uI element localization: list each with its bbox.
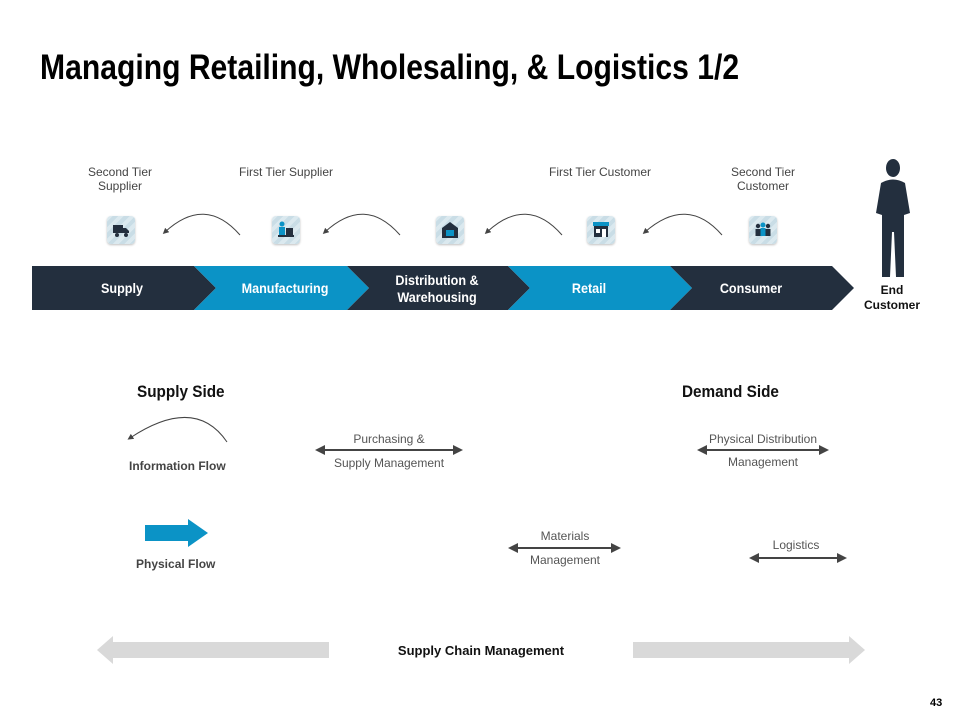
chain-consumer-label: Consumer	[719, 280, 783, 296]
second-tier-supplier-label: Second Tier Supplier	[87, 165, 153, 193]
logistics-label: Logistics	[772, 538, 820, 552]
store-icon	[587, 216, 615, 244]
scm-right-arrow	[633, 636, 865, 664]
physical-distribution-label-bottom: Management	[727, 455, 799, 469]
scm-left-arrow	[97, 636, 329, 664]
chain-distribution-segment	[347, 266, 530, 310]
factory-worker-icon	[272, 216, 300, 244]
supply-side-heading: Supply Side	[137, 382, 225, 401]
first-tier-customer-label: First Tier Customer	[548, 165, 651, 179]
demand-side-heading: Demand Side	[682, 382, 779, 401]
chain-consumer-segment	[670, 266, 854, 310]
information-flow-label: Information Flow	[129, 459, 226, 473]
first-tier-supplier-label: First Tier Supplier	[238, 165, 334, 179]
chain-supply-segment	[32, 266, 216, 310]
materials-label-bottom: Management	[529, 553, 601, 567]
warehouse-icon	[436, 216, 464, 244]
page-title: Managing Retailing, Wholesaling, & Logis…	[40, 48, 740, 87]
chain-manufacturing-label: Manufacturing	[241, 280, 329, 296]
chain-manufacturing-segment	[194, 266, 369, 310]
physical-flow-label: Physical Flow	[136, 557, 216, 571]
physical-distribution-label-top: Physical Distribution	[708, 432, 818, 446]
supply-chain-management-label: Supply Chain Management	[397, 643, 565, 658]
end-customer-figure-icon	[876, 159, 910, 277]
physical-flow-arrow	[145, 519, 208, 547]
purchasing-label-bottom: Supply Management	[333, 456, 445, 470]
people-group-icon	[749, 216, 777, 244]
page-number: 43	[930, 697, 943, 709]
info-arc-3	[484, 213, 563, 236]
info-arc-1	[162, 213, 241, 236]
information-flow-arc	[127, 417, 228, 443]
materials-label-top: Materials	[540, 529, 590, 543]
chain-retail-label: Retail	[571, 280, 607, 296]
purchasing-label-top: Purchasing &	[353, 432, 425, 446]
chain-retail-segment	[508, 266, 692, 310]
info-arc-2	[322, 213, 401, 236]
truck-icon	[107, 216, 135, 244]
chain-supply-label: Supply	[100, 280, 143, 296]
chain-distribution-label: Distribution & Warehousing	[395, 272, 479, 305]
end-customer-label: End Customer	[863, 283, 920, 312]
info-arc-4	[642, 213, 723, 236]
second-tier-customer-label: Second Tier Customer	[730, 165, 796, 193]
